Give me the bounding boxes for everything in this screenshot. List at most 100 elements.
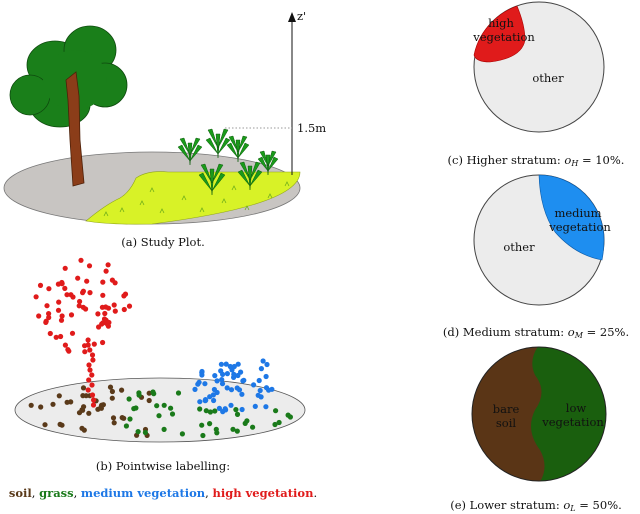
pointcloud-disk (14, 377, 306, 443)
lower-label-soil-2: soil (496, 416, 517, 430)
legend-sep-2: , (74, 486, 78, 500)
high-vegetation-point (86, 263, 93, 269)
medium-stratum-medium-vegetation-region (538, 174, 605, 261)
high-vegetation-point (121, 306, 127, 313)
high-vegetation-point (78, 257, 84, 263)
medium-vegetation-point (196, 379, 202, 385)
high-vegetation-point (46, 311, 52, 317)
high-vegetation-point (103, 268, 109, 274)
high-vegetation-point (68, 312, 75, 318)
medium-vegetation-point (202, 381, 208, 387)
medium-vegetation-point (260, 358, 266, 364)
grass-point (207, 409, 213, 415)
grass-point (161, 426, 167, 432)
lower-stratum-panel: bare soil low vegetation (e) Lower strat… (450, 346, 622, 513)
medium-vegetation-point (211, 397, 217, 404)
soil-point (42, 422, 48, 428)
grass-point (207, 421, 213, 427)
high-vegetation-point (62, 285, 68, 291)
high-vegetation-point (85, 337, 91, 343)
grass-point (197, 406, 203, 412)
high-vegetation-point (100, 339, 106, 346)
grass-point (156, 413, 162, 419)
medium-vegetation-point (241, 377, 247, 383)
high-vegetation-point (70, 294, 76, 300)
point-cloud (28, 257, 293, 439)
grass-point (244, 418, 250, 424)
soil-point (109, 395, 115, 401)
medium-vegetation-point (212, 373, 218, 379)
medium-vegetation-point (256, 377, 262, 384)
medium-vegetation-point (228, 402, 234, 408)
soil-point (28, 402, 34, 408)
medium-vegetation-point (257, 387, 263, 394)
grass-point (250, 424, 256, 430)
pointwise-panel: (b) Pointwise labelling: soil, grass, me… (9, 257, 317, 500)
medium-vegetation-point (219, 381, 226, 387)
medium-vegetation-point (239, 406, 245, 413)
high-vegetation-point (87, 367, 93, 373)
high-vegetation-point (77, 298, 83, 305)
high-vegetation-point (76, 303, 82, 309)
high-vegetation-point (47, 330, 53, 337)
high-vegetation-point (87, 347, 93, 353)
high-vegetation-point (90, 357, 96, 363)
medium-vegetation-point (210, 392, 216, 398)
high-vegetation-point (59, 279, 65, 286)
medium-vegetation-point (219, 377, 225, 383)
grass-point (214, 430, 220, 436)
plot-grass-area (85, 171, 301, 225)
grass-point (127, 416, 133, 422)
medium-vegetation-point (224, 371, 230, 377)
pointwise-legend: soil, grass, medium vegetation, high veg… (9, 486, 317, 500)
legend-soil: soil (9, 486, 33, 500)
medium-vegetation-point (234, 385, 240, 391)
medium-vegetation-point (216, 405, 222, 411)
soil-point (83, 393, 89, 399)
grass-point (135, 429, 141, 435)
grass-tufts (103, 181, 290, 217)
high-vegetation-point (62, 265, 68, 271)
medium-vegetation-point (239, 391, 245, 397)
high-vegetation-point (55, 307, 62, 313)
medium-vegetation-point (214, 378, 220, 384)
medium-vegetation-point (258, 394, 264, 400)
high-vegetation-point (90, 402, 97, 408)
high-vegetation-point (84, 278, 90, 284)
medium-vegetation-point (202, 397, 209, 403)
grass-point (230, 426, 236, 432)
medium-vegetation-point (192, 386, 198, 392)
high-vegetation-point (95, 311, 101, 317)
medium-vegetation-point (228, 387, 235, 393)
soil-point (80, 385, 87, 391)
high-vegetation-point (89, 352, 96, 358)
lower-label-low-1: low (566, 401, 587, 415)
high-vegetation-point (64, 292, 70, 298)
soil-point (146, 397, 152, 404)
z-axis-arrowhead (288, 12, 296, 22)
grass-point (285, 412, 291, 418)
grass-point (203, 408, 209, 414)
high-vegetation-point (121, 293, 127, 299)
high-vegetation-point (80, 288, 86, 294)
high-vegetation-point (100, 320, 106, 326)
z-axis-label: z' (297, 9, 306, 23)
height-label: 1.5m (297, 121, 326, 135)
higher-label-high-2: vegetation (472, 30, 535, 44)
high-vegetation-point (46, 314, 52, 321)
soil-point (56, 393, 62, 399)
medium-vegetation-point (252, 403, 258, 409)
medium-vegetation-point (263, 404, 269, 410)
grass-point (142, 429, 148, 436)
high-vegetation-point (58, 317, 65, 323)
grass-point (168, 405, 174, 411)
grass-point (126, 396, 132, 402)
medium-vegetation-point (258, 366, 264, 372)
study-plot-caption: (a) Study Plot. (121, 235, 205, 249)
high-vegetation-point (59, 313, 65, 319)
higher-stratum-panel: high vegetation other (c) Higher stratum… (448, 1, 624, 168)
soil-point (38, 404, 44, 410)
high-vegetation-point (100, 292, 106, 298)
high-vegetation-point (89, 392, 96, 398)
